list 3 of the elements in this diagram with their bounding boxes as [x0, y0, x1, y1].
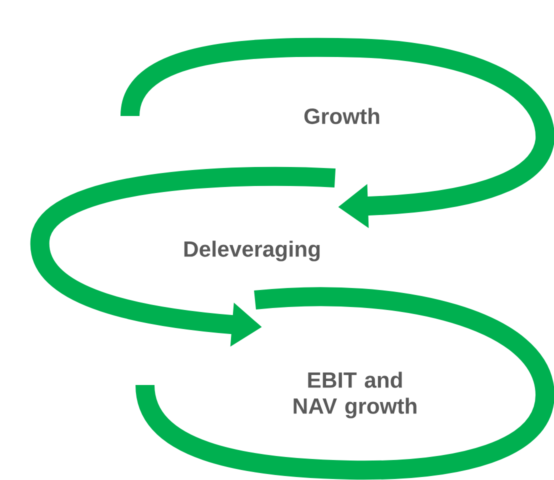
step-label: Growth	[304, 108, 380, 124]
step-label: EBIT and NAV growth	[294, 372, 416, 418]
step-label: Deleveraging	[184, 240, 320, 262]
